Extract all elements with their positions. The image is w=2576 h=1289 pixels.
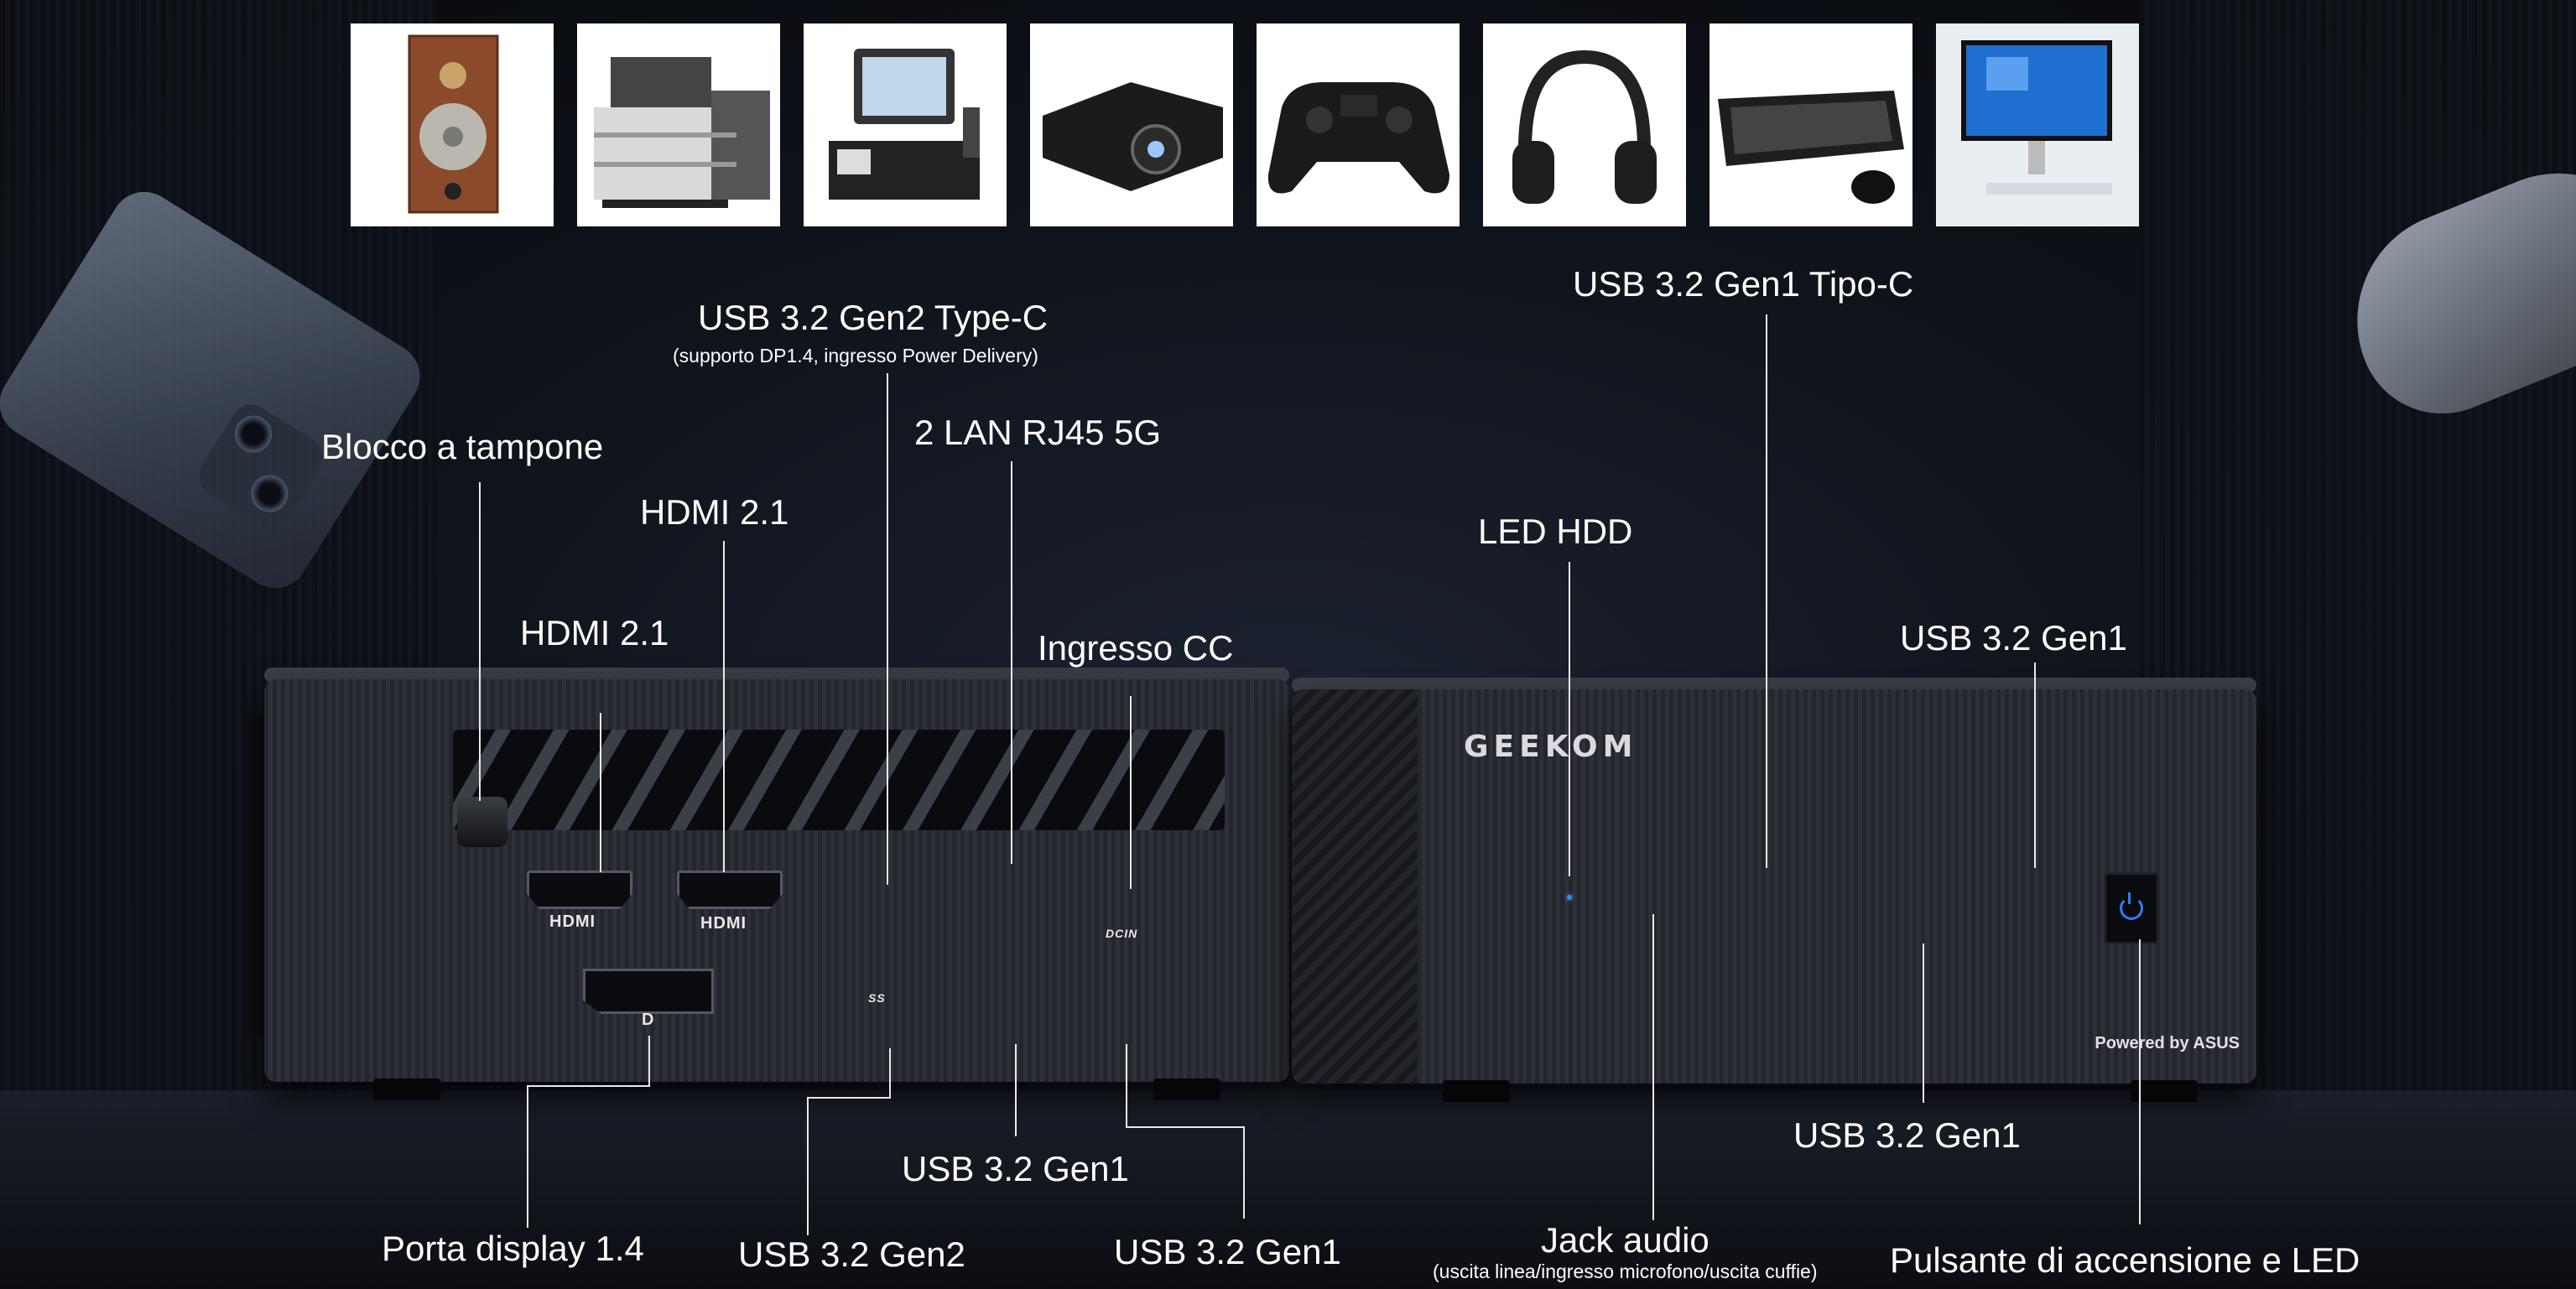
callout-line-usb-gen2-b: [807, 1097, 891, 1099]
callout-line-usb-gen2-a: [889, 1048, 891, 1099]
label-hdmi-lower: HDMI 2.1: [520, 613, 669, 652]
callout-line-usb-gen1-front-bottom: [1923, 943, 1924, 1103]
label-hdmi-upper: HDMI 2.1: [640, 492, 789, 532]
callout-line-usb-c-gen2: [887, 373, 888, 885]
kensington-lock-slot: [457, 797, 507, 847]
label-usb-c-gen2: USB 3.2 Gen2 Type-C: [698, 298, 1049, 337]
pos-terminal-icon: [804, 23, 1007, 226]
callout-line-displayport-c: [527, 1085, 528, 1228]
label-usb-gen1-front-bottom: USB 3.2 Gen1: [1793, 1115, 2021, 1155]
keyboard-icon: [1710, 23, 1912, 226]
phone-camera-icon: [191, 397, 330, 536]
monitor-icon: [1936, 23, 2139, 226]
callout-line-usb-gen1-right-c: [1243, 1126, 1245, 1219]
callout-line-usb-gen1-right-b: [1126, 1126, 1243, 1128]
hdmi-port-2-mark: HDMI: [700, 914, 747, 933]
callout-line-usb-gen1-right-a: [1126, 1044, 1127, 1128]
label-audio-jack: Jack audio: [1541, 1220, 1710, 1260]
label-usb-gen1-right: USB 3.2 Gen1: [1114, 1232, 1341, 1271]
pc-top-edge: [264, 668, 1289, 683]
callout-line-kensington: [479, 482, 481, 801]
pc-body: [1292, 689, 2256, 1084]
headphones-icon: [1483, 23, 1686, 226]
callout-line-power-button: [2139, 939, 2141, 1224]
speaker-icon: [351, 23, 554, 226]
pc-foot: [373, 1078, 440, 1100]
callout-line-displayport-b: [527, 1085, 650, 1087]
pc-foot: [2131, 1080, 2198, 1102]
pc-side-panel: [1292, 689, 1418, 1084]
callout-line-usb-gen2-c: [807, 1097, 809, 1235]
callout-line-audio-jack: [1652, 914, 1654, 1220]
label-audio-jack-note: (uscita linea/ingresso microfono/uscita …: [1433, 1260, 1818, 1282]
pc-foot: [1443, 1080, 1510, 1102]
callout-line-usb-c-front: [1766, 314, 1767, 868]
label-usb-gen1-front-top: USB 3.2 Gen1: [1900, 618, 2127, 657]
mini-pc-front: GEEKOM Powered by ASUS: [1292, 678, 2256, 1102]
hdd-led-icon: [1567, 895, 1572, 900]
label-displayport: Porta display 1.4: [382, 1229, 644, 1268]
label-usb-c-front: USB 3.2 Gen1 Tipo-C: [1573, 264, 1914, 304]
callout-line-lan: [1011, 461, 1012, 864]
dc-in-mark: DCIN: [1106, 927, 1138, 940]
displayport-port: [583, 969, 714, 1014]
hdmi-port-1: [527, 871, 632, 909]
callout-line-hdmi-upper: [723, 541, 725, 872]
printer-icon: [577, 23, 780, 226]
brand-logo: GEEKOM: [1464, 730, 1638, 764]
callout-line-usb-gen1-front-top: [2034, 663, 2036, 868]
callout-line-dc-in: [1130, 696, 1132, 889]
label-kensington: Blocco a tampone: [321, 427, 604, 466]
callout-line-hdmi-lower: [600, 713, 601, 872]
pc-foot: [1153, 1078, 1220, 1100]
pc-top-edge: [1292, 678, 2256, 693]
callout-line-displayport-a: [648, 1036, 650, 1086]
label-usb-gen2: USB 3.2 Gen2: [738, 1234, 965, 1274]
hdmi-port-2: [677, 871, 783, 909]
label-led-hdd: LED HDD: [1478, 512, 1633, 551]
label-dc-in: Ingresso CC: [1038, 628, 1234, 668]
air-vent: [453, 730, 1225, 830]
hdmi-port-1-mark: HDMI: [549, 912, 596, 931]
callout-line-led-hdd: [1569, 562, 1570, 876]
displayport-mark: D: [642, 1011, 655, 1029]
label-power-button: Pulsante di accensione e LED: [1890, 1240, 2360, 1280]
gamepad-icon: [1257, 23, 1460, 226]
label-lan: 2 LAN RJ45 5G: [914, 413, 1162, 452]
power-button: [2104, 872, 2159, 944]
projector-icon: [1030, 23, 1233, 226]
floor: [0, 1090, 2576, 1289]
powered-by-text: Powered by ASUS: [2095, 1034, 2240, 1053]
usb-gen2-mark: SS: [868, 991, 886, 1005]
power-icon: [2120, 892, 2143, 920]
label-usb-gen1-mid: USB 3.2 Gen1: [902, 1149, 1129, 1188]
callout-line-usb-gen1-mid: [1015, 1044, 1017, 1136]
label-usb-c-gen2-note: (supporto DP1.4, ingresso Power Delivery…: [673, 345, 1038, 366]
mini-pc-rear: HDMI HDMI D SS DCIN: [247, 668, 1289, 1100]
